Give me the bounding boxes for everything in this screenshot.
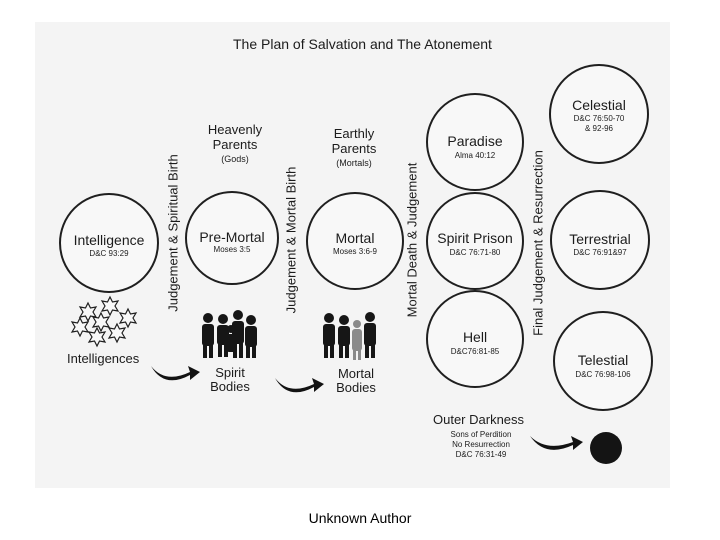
spirit-bodies-line2: Bodies (210, 379, 250, 394)
earthly-parents-sub: (Mortals) (336, 158, 372, 168)
circle-spirit-prison-ref: D&C 76:71-80 (449, 248, 501, 257)
outer-darkness-title: Outer Darkness (433, 412, 525, 427)
earthly-parents-line2: Parents (331, 141, 377, 156)
outer-darkness-line3: D&C 76:31-49 (455, 450, 507, 459)
heavenly-parents-sub: (Gods) (221, 154, 249, 164)
circle-telestial-ref: D&C 76:98-106 (575, 370, 631, 379)
spirit-bodies-line1: Spirit (215, 365, 245, 380)
circle-terrestrial-name: Terrestrial (569, 231, 631, 247)
star-icon (118, 307, 138, 329)
circle-terrestrial: Terrestrial D&C 76:91&97 (550, 190, 650, 290)
heavenly-parents-line2: Parents (212, 137, 258, 152)
circle-celestial: Celestial D&C 76:50-70 & 92-96 (549, 64, 649, 164)
outer-darkness-sphere (590, 432, 622, 464)
earthly-parents-line1: Earthly (333, 126, 375, 141)
arrow-icon (275, 378, 324, 393)
circle-hell-ref: D&C76:81-85 (450, 347, 500, 356)
circle-terrestrial-ref: D&C 76:91&97 (573, 248, 627, 257)
heavenly-parents-line1: Heavenly (207, 122, 263, 137)
circle-intelligence-name: Intelligence (73, 232, 145, 248)
circle-spirit-prison-name: Spirit Prison (437, 230, 513, 246)
circle-paradise: Paradise Alma 40:12 (426, 93, 524, 191)
spirit-bodies-label: Spirit Bodies (205, 366, 255, 394)
earthly-parents-label: Earthly Parents (Mortals) (314, 126, 394, 171)
circle-telestial: Telestial D&C 76:98-106 (553, 311, 653, 411)
arrow-icon (530, 436, 583, 450)
circle-celestial-ref1: D&C 76:50-70 (573, 114, 625, 123)
outer-darkness-line1: Sons of Perdition (450, 430, 512, 439)
circle-mortal-name: Mortal (335, 230, 375, 246)
star-icon (100, 295, 120, 317)
author-caption: Unknown Author (308, 510, 412, 526)
star-icon (78, 301, 98, 323)
people-silhouette-icon (338, 315, 350, 358)
mortal-bodies-label: Mortal Bodies (329, 367, 383, 395)
circle-celestial-name: Celestial (572, 97, 626, 113)
star-icon (107, 322, 127, 344)
people-silhouette-icon (364, 312, 376, 358)
circle-premortal: Pre-Mortal Moses 3:5 (185, 191, 279, 285)
circle-hell: Hell D&C76:81-85 (426, 290, 524, 388)
arrow-icon (151, 366, 200, 381)
star-icon (87, 326, 107, 348)
circle-spirit-prison: Spirit Prison D&C 76:71-80 (426, 192, 524, 290)
star-icon (91, 311, 111, 333)
circle-premortal-ref: Moses 3:5 (213, 245, 251, 254)
star-icon (70, 316, 90, 338)
mortal-bodies-line1: Mortal (337, 366, 375, 381)
circle-hell-name: Hell (462, 329, 488, 345)
circle-telestial-name: Telestial (577, 352, 629, 368)
circle-paradise-name: Paradise (447, 133, 503, 149)
circle-premortal-name: Pre-Mortal (199, 229, 265, 245)
people-silhouette-icon (226, 325, 236, 352)
mortal-bodies-line2: Bodies (336, 380, 376, 395)
people-silhouette-icon (202, 313, 214, 358)
outer-darkness-details: Sons of Perdition No Resurrection D&C 76… (436, 430, 526, 460)
intelligences-label: Intelligences (67, 351, 140, 366)
people-silhouette-icon (352, 320, 362, 360)
people-silhouette-icon (323, 313, 335, 358)
circle-mortal-ref: Moses 3:6-9 (332, 247, 378, 256)
circle-celestial-ref2: & 92-96 (584, 124, 614, 133)
circle-intelligence: Intelligence D&C 93:29 (59, 193, 159, 293)
circle-intelligence-ref: D&C 93:29 (89, 249, 129, 258)
circle-mortal: Mortal Moses 3:6-9 (306, 192, 404, 290)
diagram-title: The Plan of Salvation and The Atonement (233, 36, 492, 52)
people-silhouette-icon (245, 315, 257, 358)
circle-paradise-ref: Alma 40:12 (454, 151, 496, 160)
heavenly-parents-label: Heavenly Parents (Gods) (195, 122, 275, 167)
outer-darkness-line2: No Resurrection (452, 440, 510, 449)
